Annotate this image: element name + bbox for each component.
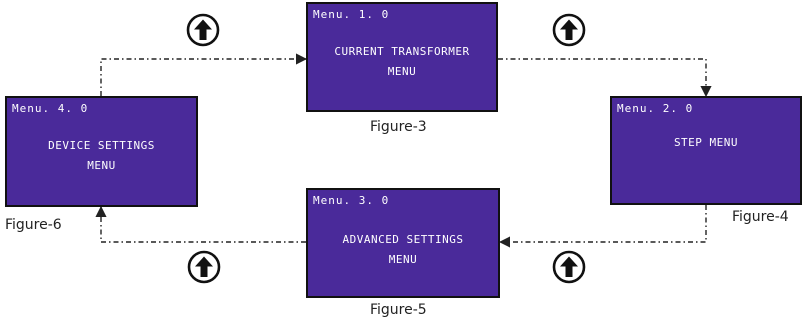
up-arrow-circle-icon[interactable] bbox=[552, 13, 586, 47]
screen-menu-4: Menu. 4. 0 DEVICE SETTINGS MENU bbox=[5, 96, 198, 207]
screen-menu-1: Menu. 1. 0 CURRENT TRANSFORMER MENU bbox=[306, 2, 498, 112]
connector-menu1-to-menu2 bbox=[498, 58, 712, 98]
figure-caption: Figure-5 bbox=[370, 302, 427, 318]
connector-menu3-to-menu4 bbox=[95, 205, 306, 243]
menu-title: STEP MENU bbox=[673, 136, 739, 149]
screen-menu-2: Menu. 2. 0 STEP MENU bbox=[610, 96, 802, 205]
up-arrow-circle-icon[interactable] bbox=[552, 250, 586, 284]
menu-id: Menu. 2. 0 bbox=[617, 102, 694, 115]
menu-id: Menu. 4. 0 bbox=[12, 102, 89, 115]
connector-menu4-to-menu1 bbox=[100, 53, 308, 96]
up-arrow-circle-icon[interactable] bbox=[187, 250, 221, 284]
screen-menu-3: Menu. 3. 0 ADVANCED SETTINGS MENU bbox=[306, 188, 500, 298]
menu-title: ADVANCED SETTINGS MENU bbox=[342, 233, 464, 266]
up-arrow-circle-icon[interactable] bbox=[186, 13, 220, 47]
connector-menu2-to-menu3 bbox=[498, 205, 707, 248]
menu-title: DEVICE SETTINGS MENU bbox=[48, 139, 155, 172]
menu-id: Menu. 1. 0 bbox=[313, 8, 390, 21]
figure-caption: Figure-6 bbox=[5, 217, 62, 233]
figure-caption: Figure-3 bbox=[370, 119, 427, 135]
menu-id: Menu. 3. 0 bbox=[313, 194, 390, 207]
menu-title: CURRENT TRANSFORMER MENU bbox=[334, 45, 470, 78]
figure-caption: Figure-4 bbox=[732, 209, 789, 225]
